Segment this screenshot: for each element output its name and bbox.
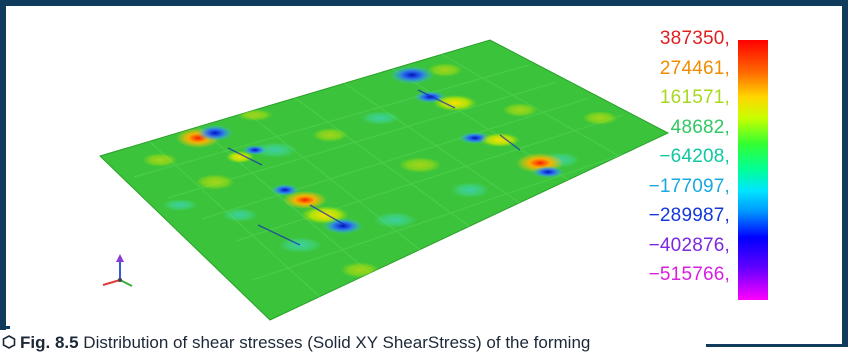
legend-label: −515766, bbox=[648, 264, 730, 285]
legend-label: −289987, bbox=[648, 205, 730, 226]
legend-label: 161571, bbox=[659, 87, 730, 108]
frame-left-border bbox=[0, 0, 6, 330]
caption-text: Distribution of shear stresses (Solid XY… bbox=[78, 333, 591, 352]
legend-label: 387350, bbox=[659, 28, 730, 49]
frame-top-border bbox=[0, 0, 848, 6]
legend-label: 274461, bbox=[659, 57, 730, 79]
axis-triad-icon bbox=[102, 254, 133, 287]
stress-contour-plot bbox=[99, 39, 670, 321]
figure-caption: Fig. 8.5 Distribution of shear stresses … bbox=[2, 333, 590, 353]
hexagon-icon bbox=[2, 335, 16, 349]
legend-label: −402876, bbox=[648, 234, 730, 256]
legend-label: −177097, bbox=[648, 175, 730, 197]
frame-bottom-left-border bbox=[0, 326, 10, 329]
frame-bottom-border bbox=[706, 344, 848, 347]
frame-right-border bbox=[842, 0, 848, 345]
caption-figure-number: Fig. 8.5 bbox=[20, 333, 79, 352]
plate-surface bbox=[99, 39, 670, 321]
color-scale-bar bbox=[738, 40, 768, 300]
legend-label: 48682, bbox=[670, 116, 730, 138]
legend-label: −64208, bbox=[659, 146, 730, 167]
